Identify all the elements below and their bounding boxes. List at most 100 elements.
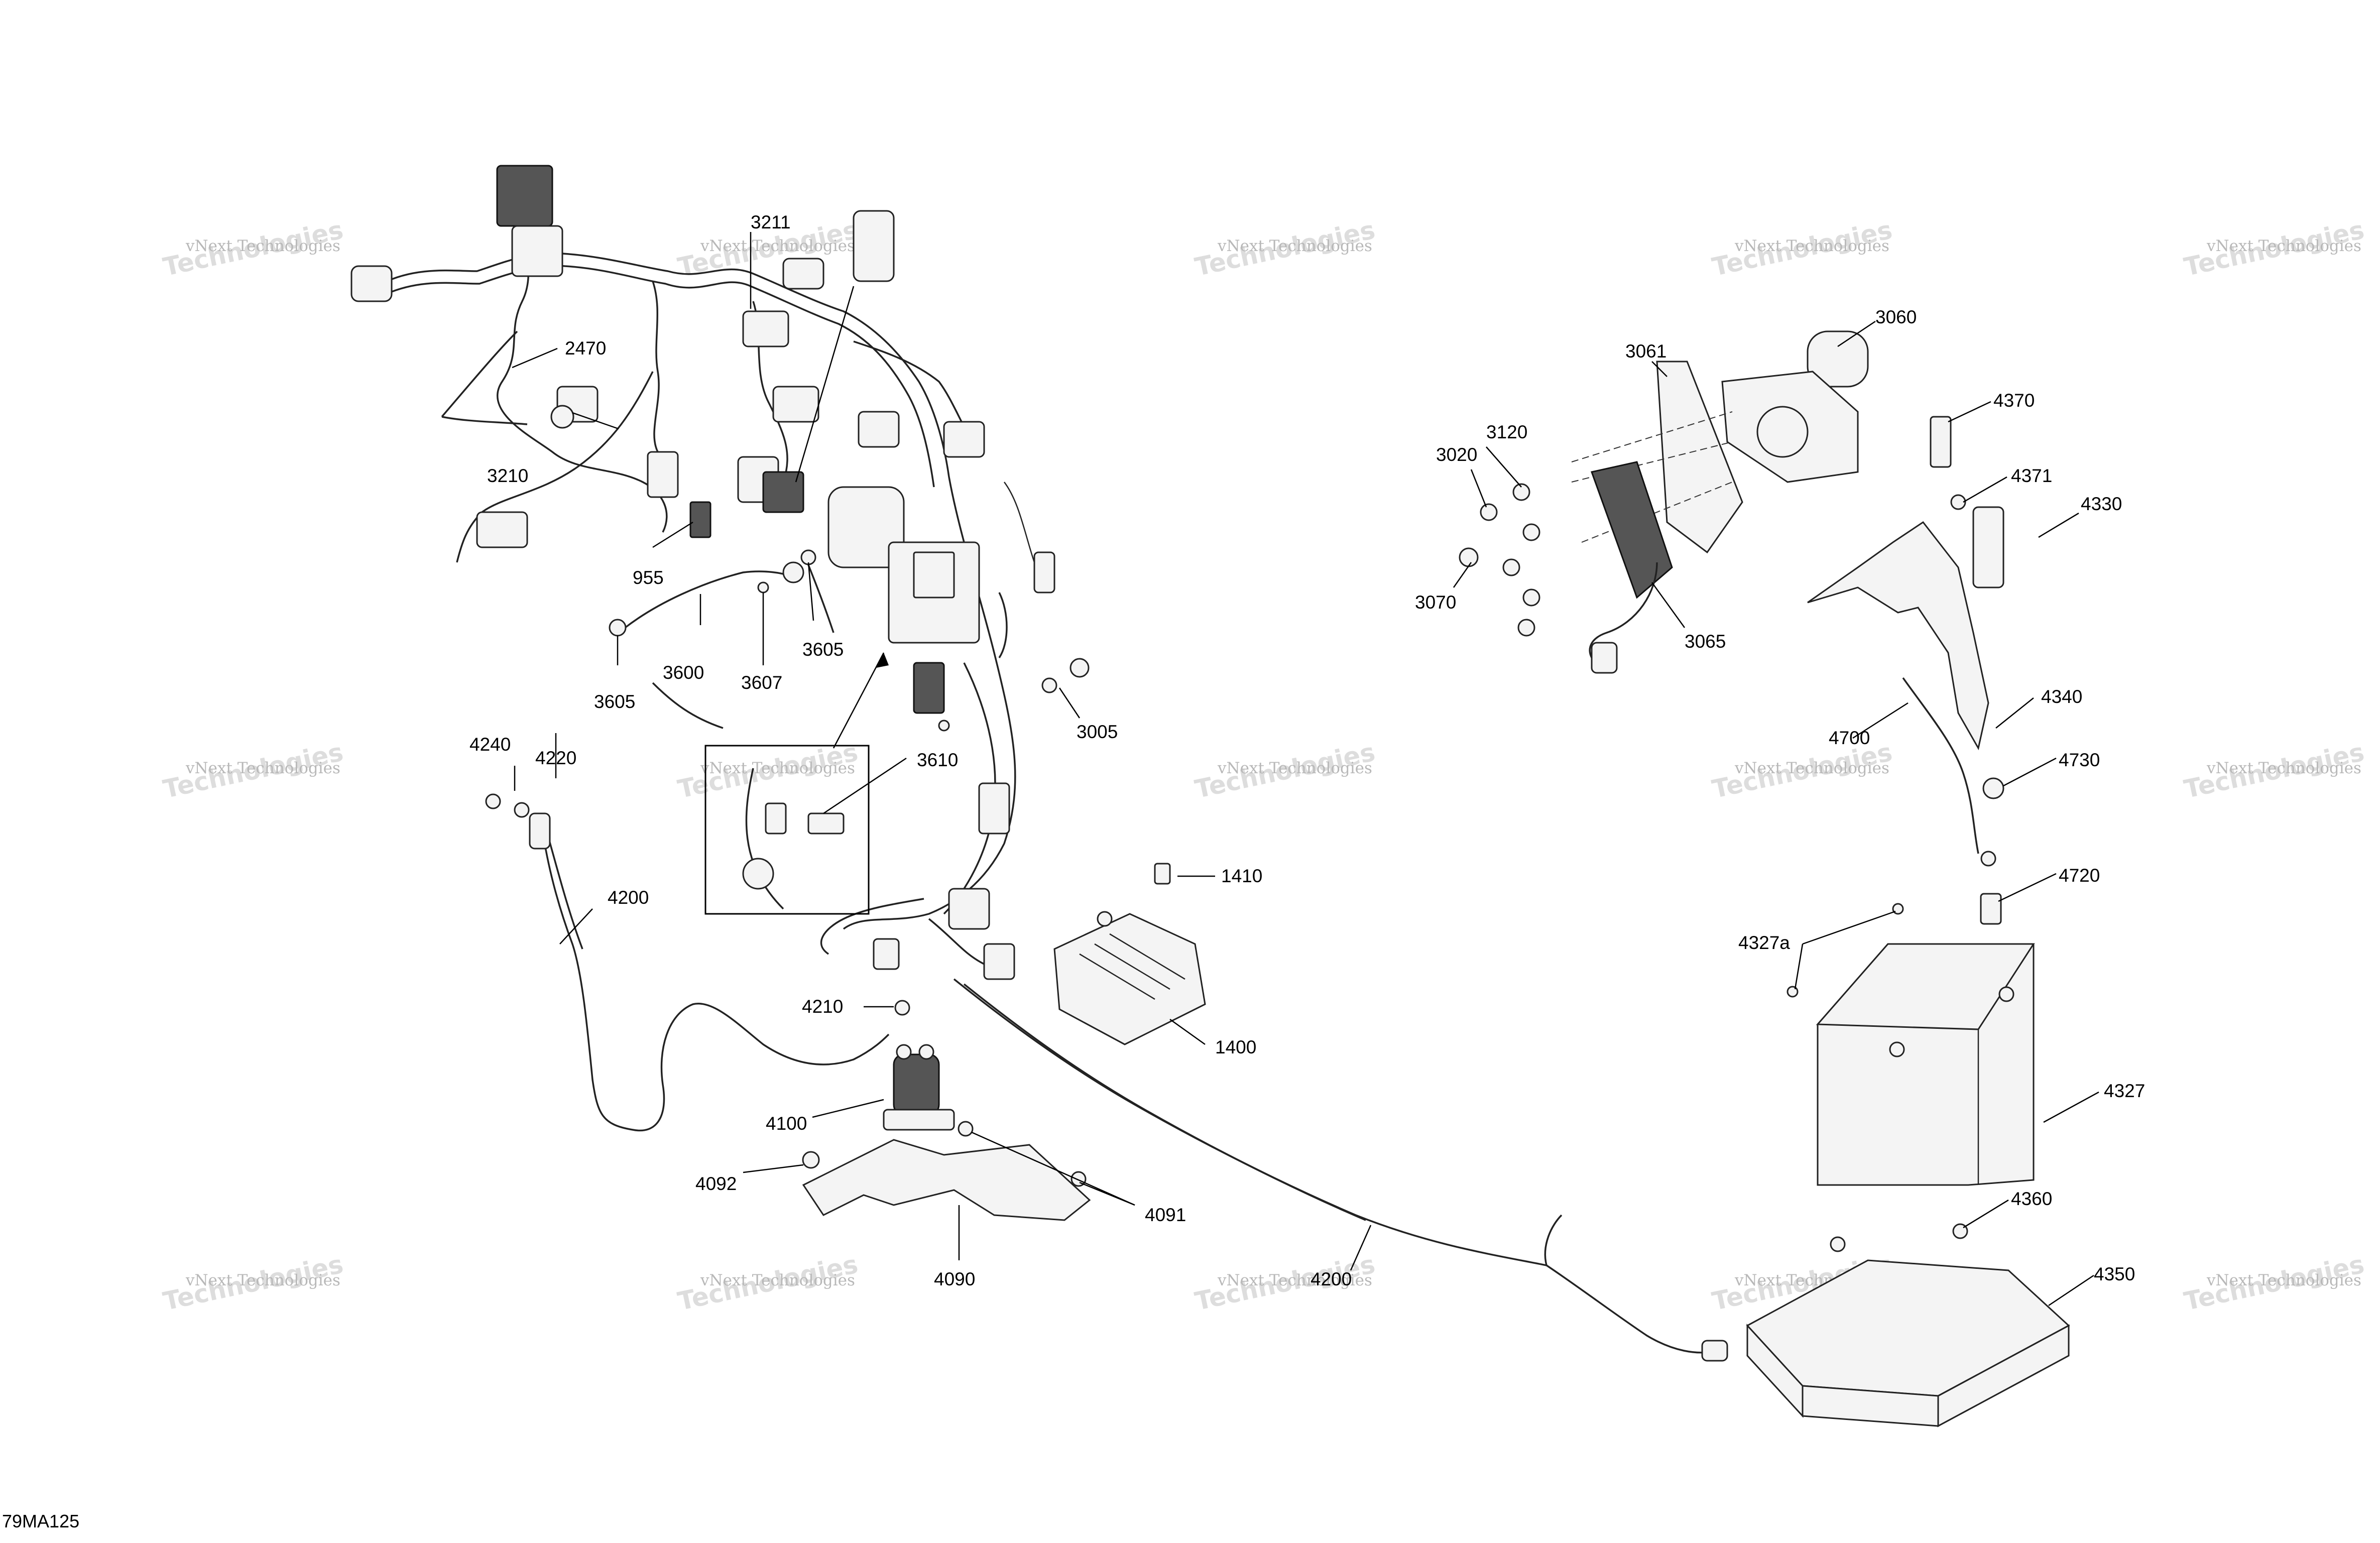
watermark: Technologies vNext Technologies: [161, 1250, 346, 1317]
watermark-text: vNext Technologies: [700, 759, 855, 777]
part-3065-module: [1589, 461, 1673, 674]
watermark: Technologies vNext Technologies: [2182, 215, 2367, 282]
callout-3005: 3005: [1077, 722, 1118, 742]
terminal-icon: [1889, 1041, 1905, 1057]
connector-icon: [983, 943, 1015, 980]
washer-icon: [514, 802, 530, 818]
connector-icon: [647, 451, 679, 498]
screw-icon: [802, 1151, 820, 1169]
callout-4720: 4720: [2059, 865, 2100, 886]
bolt-icon: [1522, 523, 1540, 541]
connector-icon: [550, 405, 574, 429]
callout-2470: 2470: [565, 338, 606, 359]
callout-4090: 4090: [934, 1269, 975, 1289]
watermark-text: vNext Technologies: [1734, 759, 1889, 777]
relay-block-icon: [496, 165, 553, 227]
nut-icon: [894, 1000, 910, 1016]
callout-3061: 3061: [1625, 341, 1667, 362]
bolt-icon: [1980, 893, 2002, 925]
screw-icon: [1154, 863, 1171, 885]
callout-4092: 4092: [695, 1173, 737, 1194]
screw-icon: [1787, 986, 1799, 998]
part-4350-tray: [1746, 1223, 2070, 1428]
bolt-icon: [609, 619, 627, 637]
ring-terminal-icon: [742, 858, 774, 890]
bolt-icon: [800, 549, 816, 565]
watermark-text: vNext Technologies: [2206, 237, 2361, 255]
callout-1400: 1400: [1215, 1037, 1256, 1057]
screw-icon: [1070, 1171, 1087, 1187]
watermark-text: vNext Technologies: [185, 1271, 340, 1289]
part-955: [689, 501, 711, 538]
bolt-icon: [1097, 911, 1113, 927]
bolt-icon: [1512, 483, 1530, 501]
callout-3070: 3070: [1415, 592, 1456, 613]
connector-icon: [742, 310, 789, 347]
watermark: Technologies vNext Technologies: [161, 738, 346, 804]
part-4200-cable: [485, 793, 1728, 1362]
bolt-icon: [1517, 619, 1535, 637]
callout-4240: 4240: [469, 734, 511, 755]
module-icon: [827, 486, 905, 568]
part-4330-cover: [1972, 506, 2004, 588]
nut-icon: [1069, 658, 1090, 678]
watermark: Technologies vNext Technologies: [161, 215, 346, 282]
part-4100-solenoid: [883, 1044, 955, 1131]
watermark: Technologies vNext Technologies: [675, 1250, 861, 1317]
watermark: Technologies vNext Technologies: [1710, 215, 1895, 282]
bolt-icon: [1502, 558, 1520, 576]
nut-icon: [485, 793, 501, 809]
callout-3060: 3060: [1875, 307, 1917, 327]
part-3060-actuator: [1721, 330, 1869, 483]
callout-3600: 3600: [663, 662, 704, 683]
callouts: 3211 2470 3210 955 3600 3605 3605 3607 3…: [469, 212, 2145, 1289]
connector-icon: [1033, 551, 1055, 594]
callout-4200-upper: 4200: [608, 887, 649, 908]
part-3600: [609, 549, 816, 637]
screw-icon: [1830, 1236, 1846, 1252]
callout-3610: 3610: [917, 750, 958, 770]
screw-icon: [958, 1121, 974, 1137]
connector-icon: [913, 662, 945, 714]
fasteners-3020-3070-3120: [1459, 483, 1540, 637]
watermark: Technologies vNext Technologies: [1193, 738, 1378, 804]
connector-icon: [858, 411, 900, 448]
callout-4327: 4327: [2104, 1081, 2145, 1101]
callout-3605-right: 3605: [802, 639, 844, 660]
fuse-box-cover-icon: [913, 551, 955, 599]
watermark: Technologies vNext Technologies: [1193, 215, 1378, 282]
callout-3605-left: 3605: [594, 691, 635, 712]
connector-icon: [948, 888, 990, 930]
watermark-text: vNext Technologies: [2206, 1271, 2361, 1289]
callout-3065: 3065: [1685, 631, 1726, 652]
callout-3607: 3607: [741, 672, 782, 693]
washer-icon: [757, 581, 769, 594]
washer-icon: [1950, 494, 1966, 510]
screw-icon: [1480, 503, 1498, 521]
connector-icon: [782, 258, 824, 290]
watermark-text: vNext Technologies: [185, 237, 340, 255]
connector-icon: [476, 511, 528, 548]
watermark-text: vNext Technologies: [185, 759, 340, 777]
inset-frame: [704, 745, 870, 915]
callout-3210: 3210: [487, 465, 528, 486]
detail-3610-inset: [704, 652, 889, 915]
callout-4370: 4370: [1993, 390, 2035, 411]
watermark-text: vNext Technologies: [1217, 1271, 1372, 1289]
callout-1410: 1410: [1221, 866, 1262, 886]
connector-icon: [511, 225, 563, 277]
callout-4700: 4700: [1829, 728, 1870, 748]
watermarks: Technologies vNext Technologies Technolo…: [161, 215, 2367, 1317]
part-4700-cable: [1902, 677, 2004, 925]
grommet-icon: [938, 720, 950, 732]
callout-4100: 4100: [766, 1113, 807, 1134]
callout-4220: 4220: [535, 748, 576, 768]
callout-4730: 4730: [2059, 750, 2100, 770]
callout-3020: 3020: [1436, 444, 1477, 465]
connector-icon: [853, 210, 895, 282]
callout-955: 955: [633, 567, 664, 588]
callout-4340: 4340: [2041, 686, 2082, 707]
watermark-text: vNext Technologies: [1217, 759, 1372, 777]
nut-icon: [1982, 777, 2004, 799]
